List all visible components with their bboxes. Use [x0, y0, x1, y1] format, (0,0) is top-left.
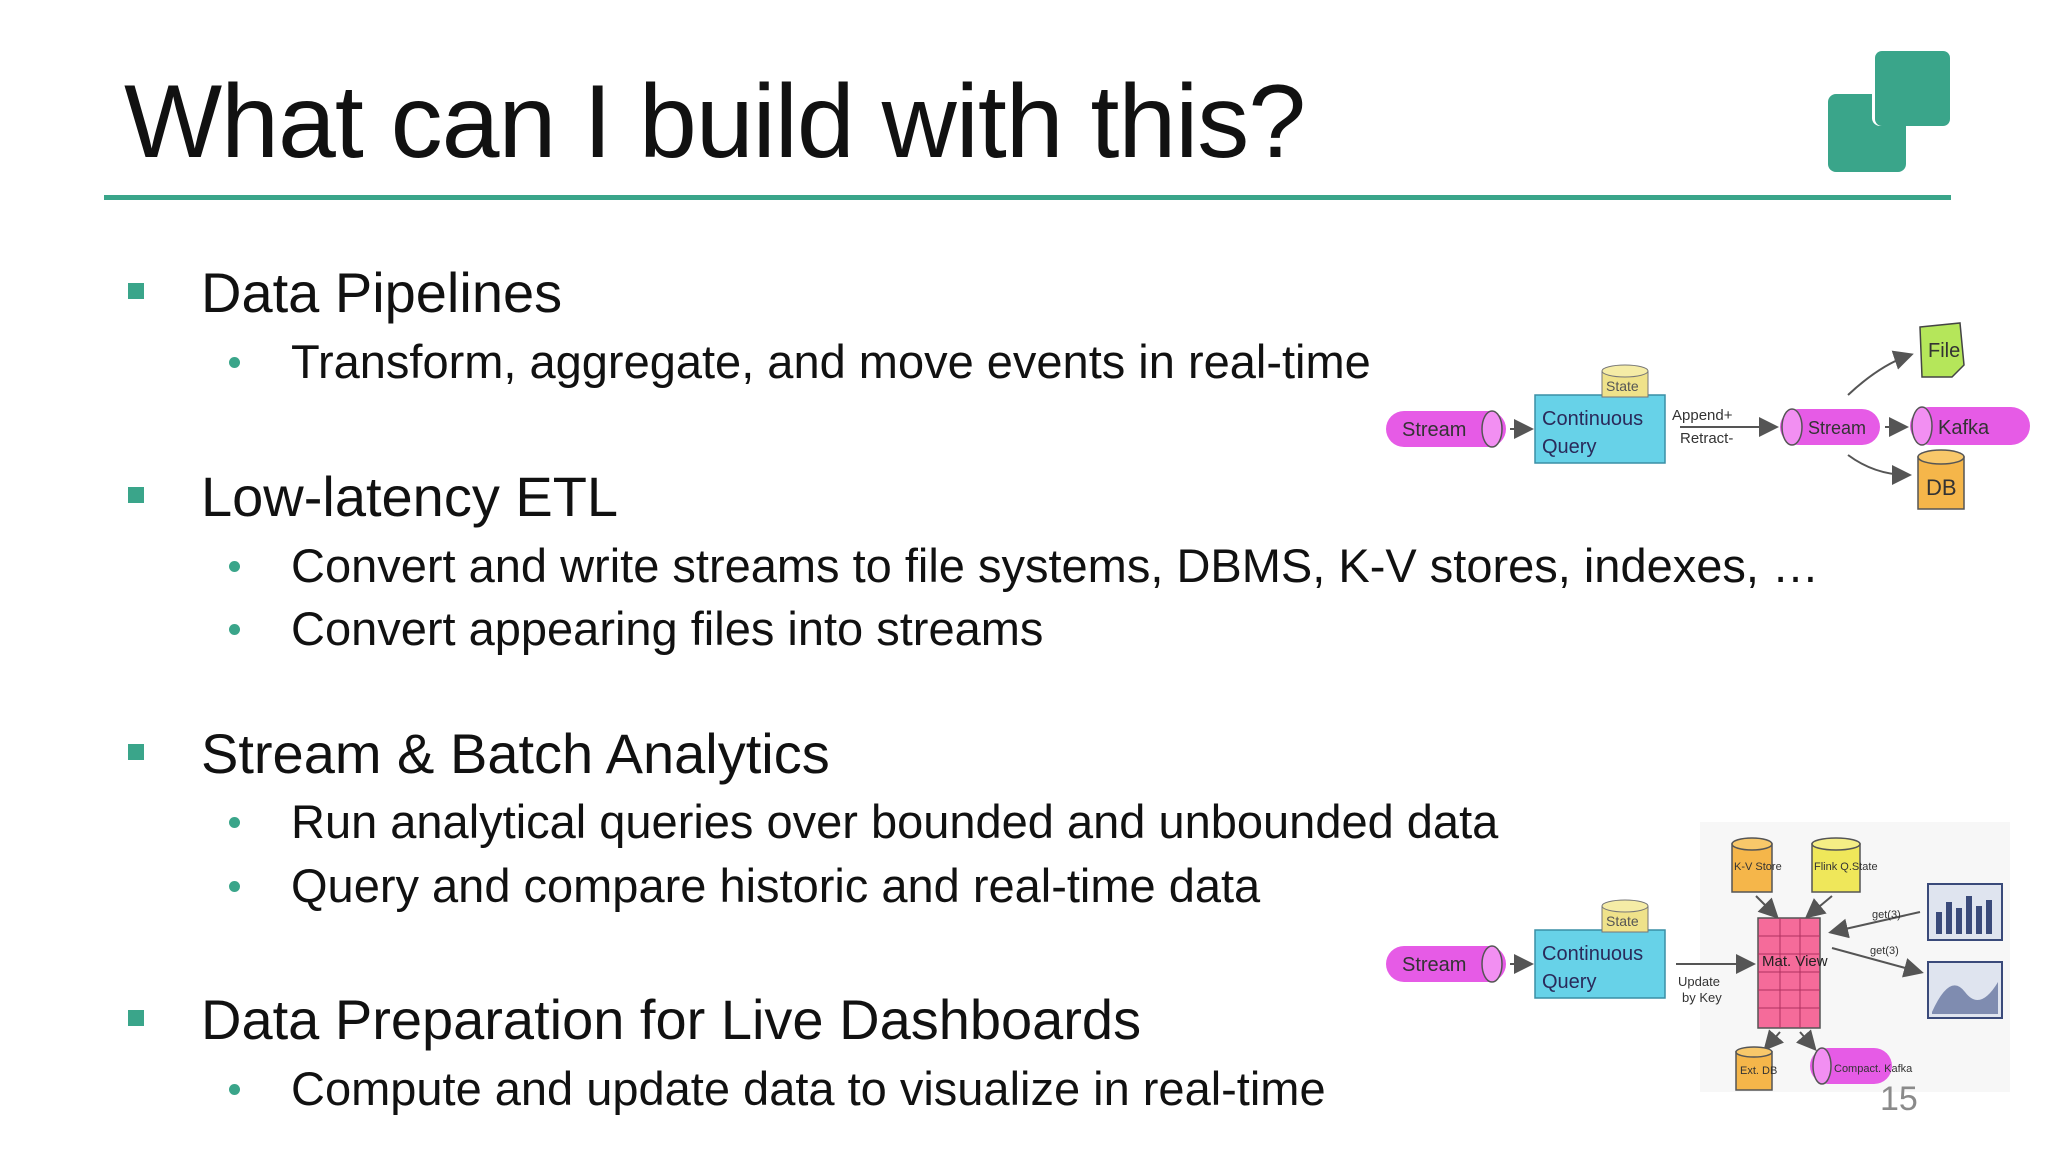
kafka-label: Kafka	[1938, 417, 1990, 439]
kv-store-cylinder: K-V Store	[1731, 837, 1782, 893]
bullet-dot	[229, 1084, 240, 1095]
ext-db-label: Ext. DB	[1740, 1065, 1777, 1077]
db-sink-cylinder: DB	[1917, 449, 1965, 510]
query-label-1: Continuous	[1542, 943, 1643, 965]
section-heading: Data Preparation for Live Dashboards	[201, 988, 1142, 1051]
file-sink-icon: File	[1919, 322, 1965, 378]
mat-view-table: Mat. View	[1757, 917, 1828, 1029]
bullet-dot	[229, 357, 240, 368]
bar-chart-dashboard-icon	[1927, 883, 2003, 941]
stream-input-shape: Stream	[1386, 410, 1506, 448]
section-bullet-square	[128, 283, 144, 299]
dashboard-sketch: Stream Continuous Query State Update by …	[1386, 822, 2010, 1092]
state-cylinder: State	[1601, 364, 1649, 398]
compacted-kafka-label: Compact. Kafka	[1834, 1063, 1913, 1075]
stream-input-shape: Stream	[1386, 945, 1506, 983]
section-heading: Stream & Batch Analytics	[201, 722, 830, 785]
section-bullet-square	[128, 744, 144, 760]
page-number: 15	[1880, 1080, 1918, 1118]
area-chart-dashboard-icon	[1927, 961, 2003, 1019]
mat-view-label: Mat. View	[1762, 953, 1828, 970]
ext-db-cylinder: Ext. DB	[1735, 1046, 1777, 1091]
retract-label: Retract-	[1680, 430, 1733, 447]
bullet-dot	[229, 561, 240, 572]
update-label-2: by Key	[1682, 990, 1722, 1005]
pipeline-sketch: Stream Continuous Query State Append+ Re…	[1386, 322, 2030, 510]
stream-in-label: Stream	[1402, 419, 1466, 441]
db-label: DB	[1926, 475, 1957, 500]
section-bullet-square	[128, 487, 144, 503]
bullet-text: Convert and write streams to file system…	[291, 539, 1819, 592]
query-label-1: Continuous	[1542, 408, 1643, 430]
bullet-text: Compute and update data to visualize in …	[291, 1062, 1326, 1115]
get-label-1: get(3)	[1872, 909, 1901, 921]
compacted-kafka-shape: Compact. Kafka	[1810, 1047, 1913, 1085]
state-label: State	[1606, 378, 1639, 394]
continuous-query-box: Continuous Query	[1534, 394, 1666, 464]
query-label-2: Query	[1542, 971, 1596, 993]
flink-state-label: Flink Q.State	[1814, 861, 1878, 873]
section-bullet-square	[128, 1010, 144, 1026]
stream-in-label: Stream	[1402, 954, 1466, 976]
stream-output-shape: Stream	[1780, 408, 1880, 446]
state-label: State	[1606, 913, 1639, 929]
bullet-dot	[229, 817, 240, 828]
section-heading: Low-latency ETL	[201, 465, 619, 528]
bullet-text: Convert appearing files into streams	[291, 602, 1044, 655]
file-label: File	[1928, 340, 1960, 362]
bullet-text: Run analytical queries over bounded and …	[291, 795, 1499, 848]
flink-state-cylinder: Flink Q.State	[1811, 837, 1878, 893]
bullet-text: Transform, aggregate, and move events in…	[291, 335, 1371, 388]
section-heading: Data Pipelines	[201, 261, 563, 324]
get-label-2: get(3)	[1870, 945, 1899, 957]
slide-title: What can I build with this?	[124, 64, 1306, 180]
state-cylinder: State	[1601, 899, 1649, 933]
update-label-1: Update	[1678, 974, 1720, 989]
query-label-2: Query	[1542, 436, 1596, 458]
kafka-sink-shape: Kafka	[1910, 406, 2030, 446]
continuous-query-box: Continuous Query	[1534, 929, 1666, 999]
append-label: Append+	[1672, 407, 1733, 424]
title-underline	[104, 195, 1951, 200]
stream-out-label: Stream	[1808, 418, 1866, 438]
bullet-dot	[229, 881, 240, 892]
bullet-text: Query and compare historic and real-time…	[291, 859, 1261, 912]
logo-icon	[1828, 48, 1950, 172]
bullet-dot	[229, 624, 240, 635]
kv-store-label: K-V Store	[1734, 861, 1782, 873]
